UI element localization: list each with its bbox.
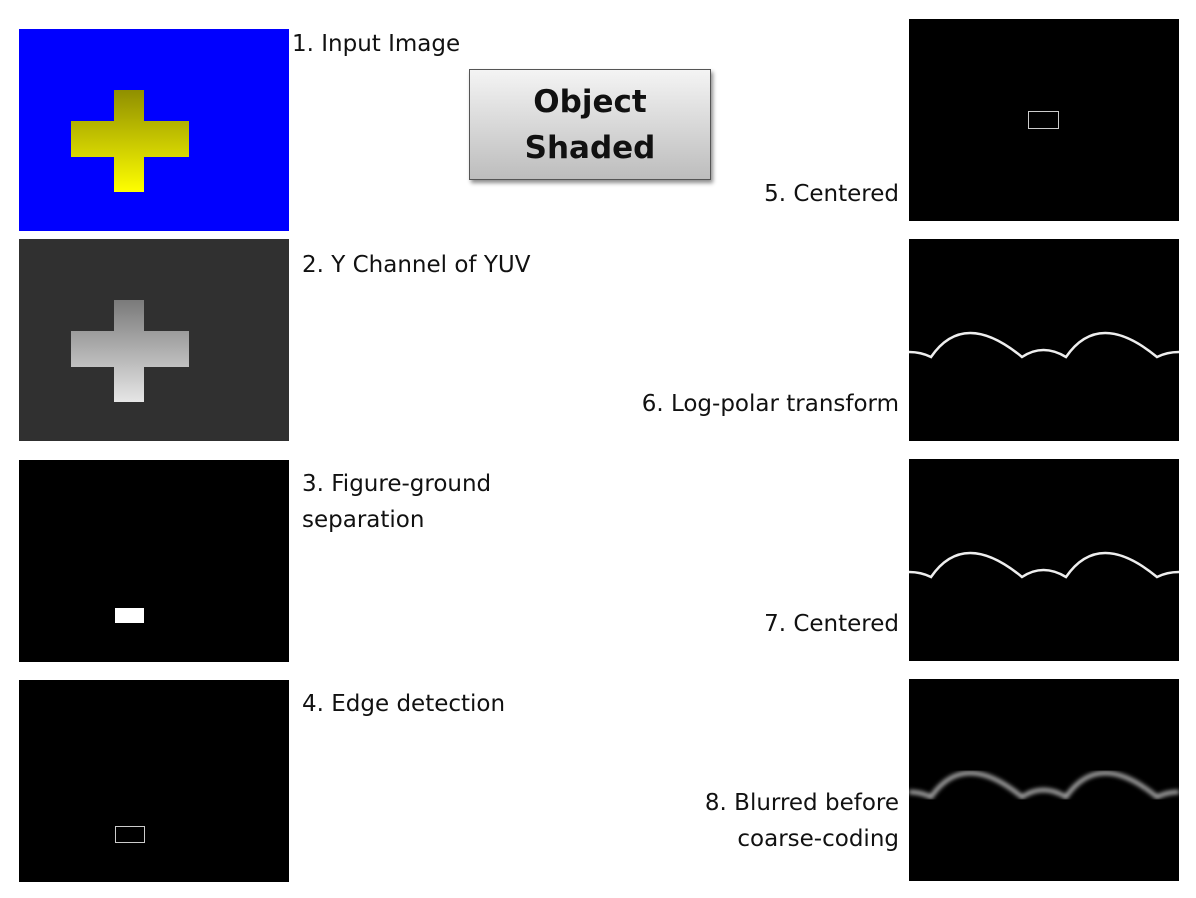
edge-outline (115, 826, 145, 843)
step-3-label: 3. Figure-ground separation (302, 466, 491, 538)
input-image-panel (19, 29, 289, 231)
step-6-label: 6. Log-polar transform (641, 391, 899, 417)
step-1-label: 1. Input Image (292, 31, 461, 57)
step-4-label: 4. Edge detection (302, 691, 506, 717)
gray-cross (71, 300, 189, 402)
step-3-line-1: 3. Figure-ground (302, 471, 492, 497)
step-7-label: 7. Centered (764, 611, 899, 637)
figure-ground-panel (19, 460, 289, 662)
step-8-line-2: coarse-coding (737, 826, 899, 852)
yellow-cross (71, 90, 189, 192)
step-3-line-2: separation (302, 507, 425, 533)
object-shaded-title: Object Shaded (469, 69, 711, 180)
figure-blob (115, 608, 144, 623)
log-polar-panel (909, 239, 1179, 441)
title-line-1: Object (533, 83, 647, 120)
blurred-panel (909, 679, 1179, 881)
centered-panel (909, 19, 1179, 221)
centered-log-polar-panel (909, 459, 1179, 661)
centered-outline (1028, 111, 1059, 129)
step-5-label: 5. Centered (764, 181, 899, 207)
y-channel-panel (19, 239, 289, 441)
centered-curve (909, 551, 1179, 579)
step-8-line-1: 8. Blurred before (704, 790, 899, 816)
edge-detection-panel (19, 680, 289, 882)
log-polar-curve (909, 331, 1179, 359)
blurred-curve (909, 771, 1179, 800)
step-8-label: 8. Blurred before coarse-coding (705, 785, 899, 857)
title-line-2: Shaded (524, 129, 656, 166)
step-2-label: 2. Y Channel of YUV (302, 252, 531, 278)
